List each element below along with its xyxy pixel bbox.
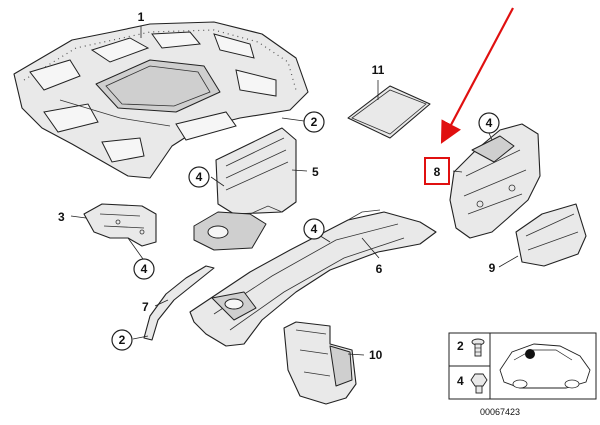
callout-2-bottom[interactable]: 2 (111, 329, 133, 351)
callout-2-top[interactable]: 2 (303, 111, 325, 133)
callout-9: 9 (489, 261, 496, 275)
callout-2-top-label: 2 (311, 115, 318, 129)
part-5-side-panel[interactable] (193, 127, 297, 251)
part-3-bracket[interactable] (83, 203, 157, 247)
car-location-icon (499, 343, 591, 389)
callout-7: 7 (142, 300, 149, 314)
callout-4-left[interactable]: 4 (188, 166, 210, 188)
callout-8-highlighted[interactable]: 8 (424, 157, 450, 185)
legend-label-2: 2 (457, 339, 464, 353)
callout-4-left-label: 4 (196, 170, 203, 184)
leader-lines (70, 26, 519, 356)
part-11-sound-pad[interactable] (347, 85, 431, 139)
callout-3: 3 (58, 210, 65, 224)
callout-4-center-label: 4 (311, 222, 318, 236)
callout-11: 11 (372, 63, 385, 77)
callout-4-right-label: 4 (486, 116, 493, 130)
part-1-headliner[interactable] (13, 21, 309, 179)
callout-6: 6 (376, 262, 383, 276)
callout-10: 10 (369, 348, 383, 362)
part-7-seal-strip[interactable] (143, 265, 215, 341)
diagram-number: 00067423 (480, 407, 520, 417)
callout-4-lower-label: 4 (141, 262, 148, 276)
highlight-arrow (440, 7, 514, 144)
fastener-legend-box: 2 4 (448, 332, 597, 400)
clip-nut-icon (470, 373, 488, 394)
part-6-wheel-arch-frame[interactable] (189, 209, 437, 347)
callout-2-bottom-label: 2 (119, 333, 126, 347)
callout-4-right[interactable]: 4 (478, 112, 500, 134)
part-9-insulation-pad[interactable] (515, 203, 587, 267)
legend-label-4: 4 (457, 374, 464, 388)
push-rivet-icon (471, 338, 485, 357)
callout-5: 5 (312, 165, 319, 179)
callout-4-center[interactable]: 4 (303, 218, 325, 240)
location-marker-icon (525, 349, 535, 359)
part-8-trim-panel[interactable] (449, 123, 541, 239)
callout-8-label: 8 (434, 165, 441, 179)
part-10-lower-bracket[interactable] (283, 321, 357, 405)
callout-1: 1 (138, 10, 145, 24)
callout-4-lower[interactable]: 4 (133, 258, 155, 280)
